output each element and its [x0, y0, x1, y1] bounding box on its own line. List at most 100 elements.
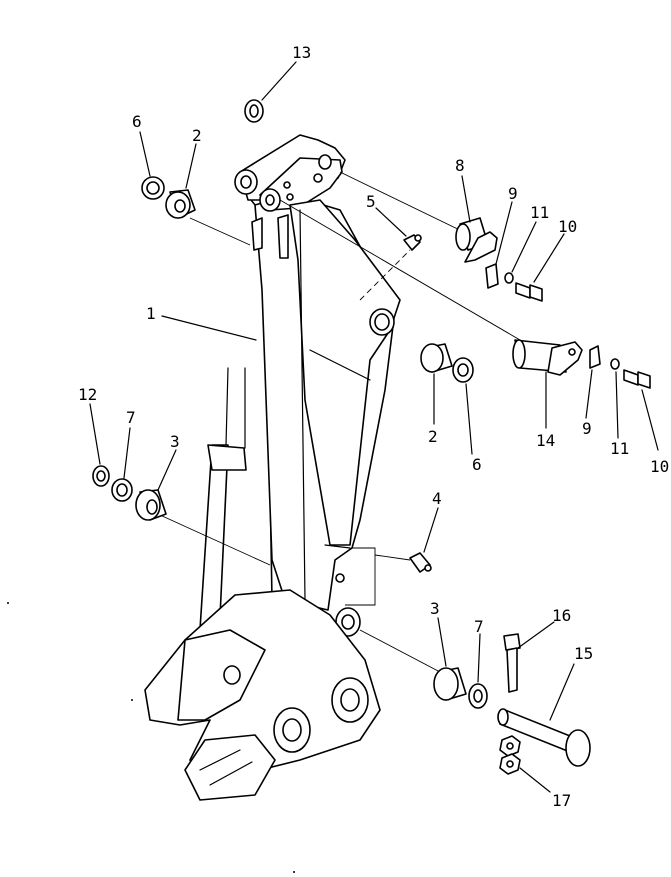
part-bushing-2-upper-hole [174, 199, 186, 213]
leader-3b [437, 617, 447, 667]
callout-10: 10 [650, 457, 669, 476]
leader-5 [375, 207, 407, 237]
callout-10: 10 [558, 217, 577, 236]
arm-grease-port [335, 573, 345, 583]
callout-11: 11 [610, 439, 629, 458]
center-line [359, 249, 411, 301]
part-lock-9-lower [589, 345, 601, 369]
center-line [189, 217, 251, 246]
callout-2: 2 [428, 427, 438, 446]
callout-12: 12 [78, 385, 97, 404]
center-line [339, 171, 471, 236]
part-bolt-10-upper-head [529, 284, 543, 302]
leader-10a [533, 233, 565, 283]
leader-2a [185, 143, 197, 189]
leader-7b [477, 633, 481, 683]
boom-bracket-edge [209, 761, 253, 786]
leader-9b [585, 369, 593, 419]
part-pin-15-head [565, 729, 591, 767]
arm-top-boss [283, 181, 291, 189]
part-grease-fitting-4-tip [424, 564, 432, 572]
part-nut-17-upper-hole [506, 742, 514, 750]
center-line [359, 629, 441, 673]
callout-13: 13 [292, 43, 311, 62]
leader-15 [549, 663, 575, 721]
arm-top-boss [286, 193, 294, 201]
leader-3a [157, 449, 177, 491]
part-grease-fitting-5-tip [414, 234, 422, 242]
callout-labels: 13 6 2 8 9 11 10 5 1 2 6 14 9 11 10 12 7… [78, 43, 669, 810]
boom-bracket-edge [199, 749, 241, 771]
leader-12 [89, 403, 101, 465]
callout-3: 3 [430, 599, 440, 618]
arm-top-boss-hole [240, 175, 252, 189]
arm-top-boss-hole [265, 194, 275, 206]
boom-end [144, 367, 381, 801]
part-bolt-10-lower [623, 369, 639, 386]
part-pin-15-end [497, 708, 509, 726]
leader-13 [261, 61, 297, 101]
callout-7: 7 [474, 617, 484, 636]
center-line [279, 199, 521, 341]
boom-bracket-lower-tube [184, 734, 276, 801]
boom-rod-collar [207, 444, 247, 471]
leader-lines [89, 61, 659, 793]
part-seal-6-upper-inner [146, 181, 160, 195]
part-pin-8-plate [464, 231, 498, 263]
cylinder-rod [225, 367, 229, 446]
arm-assembly [234, 134, 401, 637]
part-seal-7-lower-inner [473, 689, 483, 703]
callout-16: 16 [552, 606, 571, 625]
leader-9a [495, 201, 513, 265]
part-bushing-2-middle-face [420, 343, 444, 373]
arm-rib [324, 544, 351, 549]
part-pin-14-plate-hole [568, 348, 576, 356]
arm-rib [309, 349, 371, 381]
scan-dot [131, 699, 133, 701]
callout-9: 9 [582, 419, 592, 438]
arm-bottom-boss-hole [341, 614, 355, 630]
part-lock-9-upper [485, 263, 499, 289]
explosion-lines [159, 171, 521, 673]
callout-3: 3 [170, 432, 180, 451]
center-line [159, 514, 271, 566]
part-shim-13-hole [249, 104, 259, 118]
part-bolt-16-shank [506, 647, 518, 693]
callout-9: 9 [508, 184, 518, 203]
callout-1: 1 [146, 304, 156, 323]
part-washer-11-upper [504, 272, 514, 284]
part-seal-6-middle-inner [457, 363, 469, 377]
part-shim-12-hole [96, 470, 106, 482]
part-washer-11-lower [610, 358, 620, 370]
callout-15: 15 [574, 644, 593, 663]
leader-8 [461, 175, 471, 223]
arm-notch [277, 214, 289, 259]
leader-7a [123, 427, 131, 479]
leader-4 [423, 507, 439, 553]
part-bushing-3-lower-face [433, 667, 459, 701]
arm-middle-boss-hole [374, 313, 390, 331]
arm-rib [299, 209, 306, 601]
boom-bracket-side [177, 629, 266, 721]
leader-11a [511, 221, 537, 273]
part-nut-17-lower-hole [506, 760, 514, 768]
boom-bracket-boss-hole [340, 688, 360, 712]
leader-11b [615, 371, 619, 439]
boom-bracket-boss-hole [282, 718, 302, 742]
callout-2: 2 [192, 126, 202, 145]
center-line [345, 547, 376, 606]
part-seal-7-left-inner [116, 483, 128, 497]
callout-17: 17 [552, 791, 571, 810]
callout-14: 14 [536, 431, 555, 450]
arm-web [289, 199, 401, 546]
scan-dot [293, 871, 295, 873]
leader-1 [161, 315, 257, 341]
part-pin-14-plate [547, 341, 583, 376]
part-bolt-10-upper [515, 282, 531, 299]
boom-bracket-boss [223, 665, 241, 685]
callout-4: 4 [432, 489, 442, 508]
scan-dot [7, 602, 9, 604]
leader-10b [641, 389, 659, 451]
part-pin-14-end [512, 339, 526, 369]
